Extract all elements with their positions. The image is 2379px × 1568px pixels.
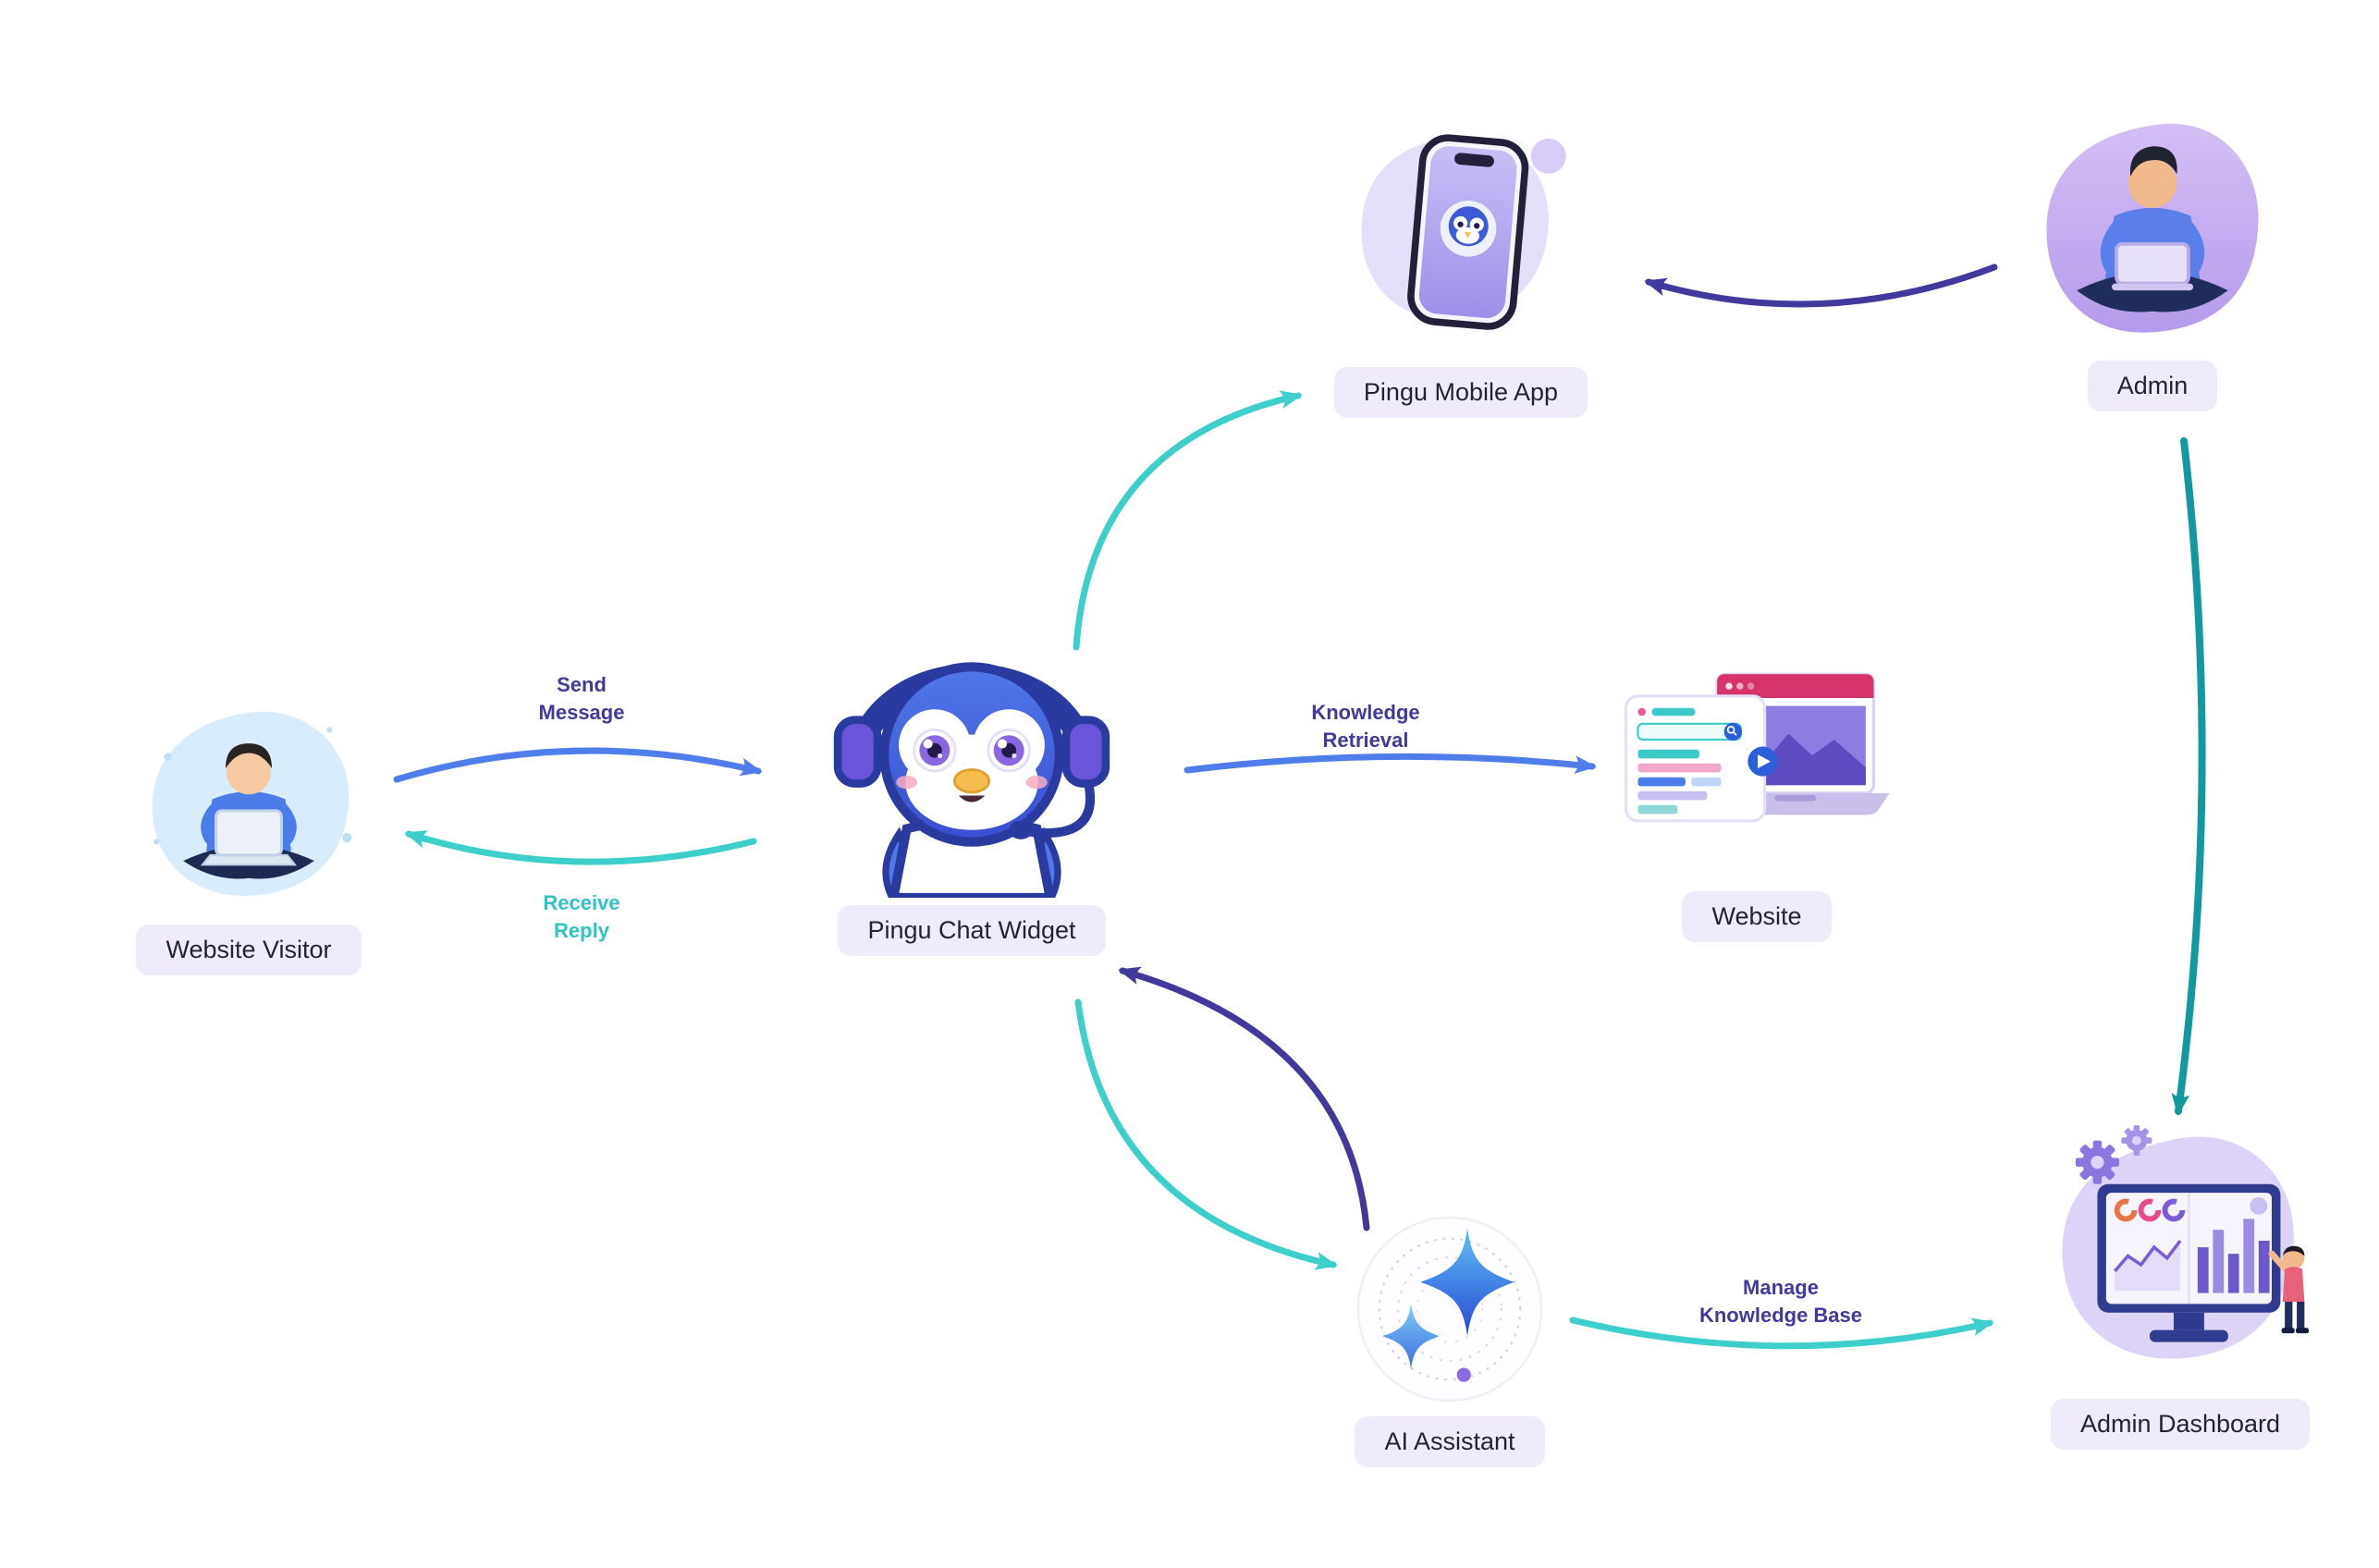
play-button-icon [1747, 746, 1778, 777]
node-label-ai-assistant: AI Assistant [1355, 1416, 1545, 1467]
edge-receive-reply [404, 830, 757, 865]
magnifier-icon [1723, 722, 1742, 741]
ai-assistant-illustration [1356, 1216, 1543, 1403]
edge-send-message [393, 747, 763, 783]
edge-admin-to-mobile-app [1644, 263, 1998, 308]
edge-admin-to-dashboard [2171, 437, 2206, 1116]
gear-icon [2075, 1140, 2120, 1184]
edge-label-send-message: Send Message [538, 673, 625, 724]
sparkle-star-small [1382, 1303, 1440, 1369]
node-website: Website [1618, 656, 1895, 943]
gear-icon-small [2121, 1125, 2152, 1157]
website-visitor-illustration [152, 711, 352, 896]
node-label-website: Website [1682, 891, 1832, 943]
edge-manage-knowledge-base [1569, 1317, 1994, 1350]
smartphone-icon [1407, 134, 1529, 330]
browser-card [1624, 694, 1778, 823]
sparkle-star-large [1420, 1228, 1514, 1337]
edge-label-manage-knowledge-base: Manage Knowledge Base [1698, 1276, 1863, 1327]
penguin-avatar-icon [1448, 206, 1489, 247]
phone-notch [1454, 153, 1494, 167]
node-label-pingu-chat-widget: Pingu Chat Widget [838, 904, 1106, 956]
edge-label-knowledge-retrieval: Knowledge Retrieval [1311, 701, 1420, 752]
pingu-chat-widget-illustration [833, 662, 1110, 898]
node-website-visitor: Website Visitor [133, 695, 364, 975]
admin-laptop [2115, 241, 2190, 286]
edge-knowledge-retrieval [1183, 753, 1597, 774]
node-admin-dashboard: Admin Dashboard [2028, 1119, 2333, 1450]
line-chart [2113, 1239, 2182, 1273]
website-illustration [1624, 672, 1890, 823]
node-label-admin-dashboard: Admin Dashboard [2050, 1398, 2311, 1450]
analytics-monitor [2097, 1183, 2281, 1342]
penguin-beak [952, 768, 991, 794]
penguin-eyes [913, 729, 1031, 773]
edge-label-receive-reply: Receive Reply [543, 891, 620, 942]
edge-widget-to-ai [1074, 998, 1338, 1270]
node-admin: Admin [2030, 109, 2275, 411]
donut-charts [2114, 1198, 2186, 1222]
headset-earcup-left [833, 716, 882, 788]
bar-chart [2197, 1219, 2270, 1293]
headset-mic [1025, 782, 1095, 838]
node-label-admin: Admin [2087, 361, 2218, 411]
pingu-mobile-app-illustration [1361, 134, 1566, 330]
node-pingu-chat-widget: Pingu Chat Widget [819, 632, 1124, 956]
node-ai-assistant: AI Assistant [1350, 1209, 1550, 1467]
pointing-person [2268, 1245, 2310, 1334]
edge-ai-to-widget [1118, 966, 1370, 1231]
node-label-website-visitor: Website Visitor [136, 924, 362, 975]
admin-illustration [2046, 123, 2259, 333]
edge-widget-to-mobile-app [1073, 390, 1303, 651]
admin-dashboard-illustration [2062, 1125, 2310, 1359]
headset-earcup-right [1061, 716, 1110, 788]
node-pingu-mobile-app: Pingu Mobile App [1333, 126, 1588, 418]
area-chart [2115, 1240, 2180, 1292]
node-label-pingu-mobile-app: Pingu Mobile App [1333, 366, 1588, 418]
